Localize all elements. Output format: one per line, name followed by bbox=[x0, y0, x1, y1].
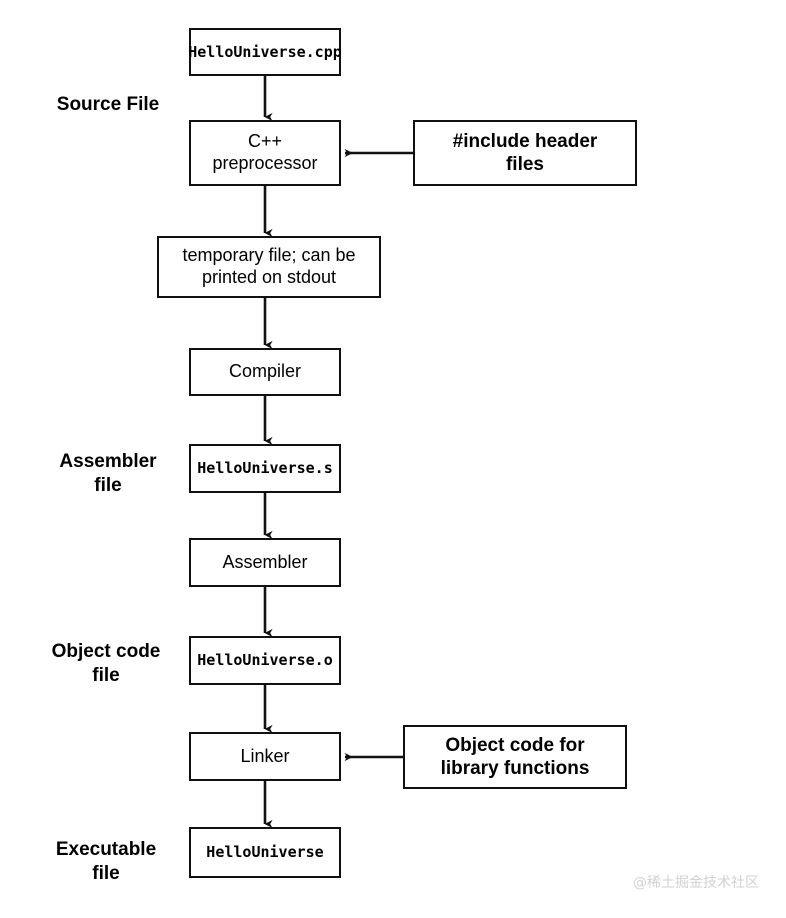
preprocessor-box-label: C++ preprocessor bbox=[212, 131, 318, 173]
library-functions-box-label: Object code for library functions bbox=[440, 734, 590, 779]
library-functions-box[interactable]: Object code for library functions bbox=[403, 725, 627, 789]
linker-box-label: Linker bbox=[240, 745, 290, 766]
object-code-file-box[interactable]: HelloUniverse.o bbox=[189, 636, 341, 685]
label-executable-file: Executable file bbox=[55, 839, 157, 885]
temporary-file-box[interactable]: temporary file; can be printed on stdout bbox=[157, 236, 381, 298]
include-header-box[interactable]: #include header files bbox=[413, 120, 637, 186]
source-file-box-label: HelloUniverse.cpp bbox=[188, 42, 342, 61]
include-header-box-label: #include header files bbox=[452, 130, 598, 175]
assembler-file-box[interactable]: HelloUniverse.s bbox=[189, 444, 341, 493]
object-code-file-box-label: HelloUniverse.o bbox=[197, 651, 333, 670]
assembler-file-box-label: HelloUniverse.s bbox=[197, 459, 333, 478]
linker-box[interactable]: Linker bbox=[189, 732, 341, 781]
label-assembler-file: Assembler file bbox=[59, 451, 157, 497]
executable-file-box[interactable]: HelloUniverse bbox=[189, 827, 341, 878]
source-file-box[interactable]: HelloUniverse.cpp bbox=[188, 28, 342, 76]
temporary-file-box-label: temporary file; can be printed on stdout bbox=[182, 245, 356, 287]
compiler-box[interactable]: Compiler bbox=[189, 348, 341, 396]
watermark: @稀土掘金技术社区 bbox=[633, 875, 759, 891]
assembler-box-label: Assembler bbox=[222, 551, 308, 572]
compiler-box-label: Compiler bbox=[228, 361, 302, 382]
label-object-code-file: Object code file bbox=[51, 641, 161, 687]
label-source-file: Source File bbox=[56, 94, 160, 115]
preprocessor-box[interactable]: C++ preprocessor bbox=[189, 120, 341, 186]
executable-file-box-label: HelloUniverse bbox=[206, 843, 324, 862]
assembler-box[interactable]: Assembler bbox=[189, 538, 341, 587]
